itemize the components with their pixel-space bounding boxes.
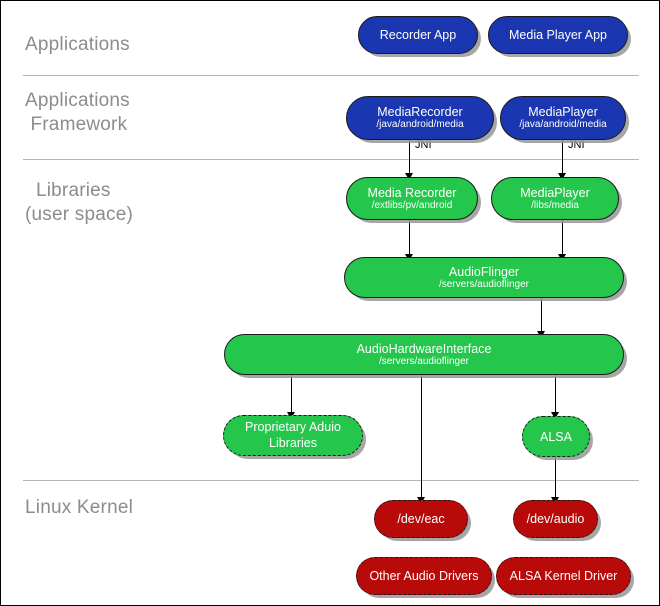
node-mediaplayer-java[interactable]: MediaPlayer /java/android/media [500, 96, 626, 140]
node-mediaplayer-native-title: MediaPlayer [520, 185, 590, 200]
node-media-recorder-native[interactable]: Media Recorder /extlibs/pv/android [346, 177, 478, 220]
node-mediaplayer-java-title: MediaPlayer [528, 105, 598, 120]
node-other-audio-drivers-title: Other Audio Drivers [369, 569, 479, 583]
node-mediarecorder-java[interactable]: MediaRecorder /java/android/media [346, 96, 494, 140]
node-recorder-app-title: Recorder App [379, 28, 457, 42]
node-audiohardwareinterface[interactable]: AudioHardwareInterface /servers/audiofli… [224, 334, 624, 375]
edge-ahi-to-alsa [555, 375, 556, 415]
node-alsa-title: ALSA [540, 429, 572, 444]
node-recorder-app[interactable]: Recorder App [358, 16, 478, 54]
layer-label-applications: Applications [25, 34, 130, 55]
edge-mediaplayer-native-to-audioflinger [562, 220, 563, 258]
edge-ahi-to-dev-eac [421, 375, 422, 500]
edge-ahi-to-proprietary-libraries [291, 375, 292, 415]
node-audiohardwareinterface-title: AudioHardwareInterface [356, 341, 492, 356]
node-proprietary-audio-libraries[interactable]: Proprietary Aduio Libraries [223, 415, 363, 456]
edge-mediarecorder-to-media-recorder [409, 140, 410, 176]
layer-label-libraries: Libraries (user space) [25, 180, 133, 225]
node-proprietary-audio-libraries-title2: Libraries [269, 435, 317, 450]
edge-label-jni-left: JNI [415, 139, 432, 151]
node-mediaplayer-native[interactable]: MediaPlayer /libs/media [491, 177, 619, 220]
edge-audioflinger-to-audiohardwareinterface [541, 298, 542, 334]
edge-media-recorder-to-audioflinger [409, 220, 410, 258]
node-mediaplayer-java-subtitle: /java/android/media [519, 119, 607, 131]
node-audioflinger-title: AudioFlinger [448, 264, 520, 279]
node-media-recorder-native-subtitle: /extlibs/pv/android [371, 199, 453, 211]
node-alsa-kernel-driver[interactable]: ALSA Kernel Driver [496, 557, 631, 595]
divider-applications [23, 75, 639, 76]
node-dev-eac[interactable]: /dev/eac [374, 500, 468, 538]
node-dev-audio-title: /dev/audio [526, 512, 585, 526]
layer-label-linux-kernel: Linux Kernel [25, 497, 134, 518]
node-alsa-kernel-driver-title: ALSA Kernel Driver [509, 569, 618, 583]
node-media-player-app[interactable]: Media Player App [488, 16, 628, 54]
node-mediarecorder-java-title: MediaRecorder [377, 105, 463, 120]
node-other-audio-drivers[interactable]: Other Audio Drivers [356, 557, 492, 595]
node-dev-audio[interactable]: /dev/audio [513, 500, 598, 538]
layer-label-applications-framework: Applications Framework [25, 90, 130, 135]
node-audiohardwareinterface-subtitle: /servers/audioflinger [378, 355, 470, 367]
node-media-player-app-title: Media Player App [509, 28, 607, 42]
edge-alsa-to-dev-audio [555, 457, 556, 500]
node-audioflinger-subtitle: /servers/audioflinger [438, 278, 530, 290]
node-mediarecorder-java-subtitle: /java/android/media [376, 119, 464, 131]
edge-label-jni-right: JNI [568, 139, 585, 151]
node-alsa[interactable]: ALSA [522, 416, 590, 457]
node-mediaplayer-native-subtitle: /libs/media [531, 199, 579, 211]
node-audioflinger[interactable]: AudioFlinger /servers/audioflinger [344, 257, 624, 298]
node-proprietary-audio-libraries-title: Proprietary Aduio [245, 419, 341, 434]
node-dev-eac-title: /dev/eac [397, 512, 445, 526]
divider-linux-kernel [23, 480, 639, 481]
node-media-recorder-native-title: Media Recorder [367, 185, 457, 200]
divider-applications-framework [23, 159, 639, 160]
edge-mediaplayer-to-mediaplayer-native [562, 140, 563, 176]
